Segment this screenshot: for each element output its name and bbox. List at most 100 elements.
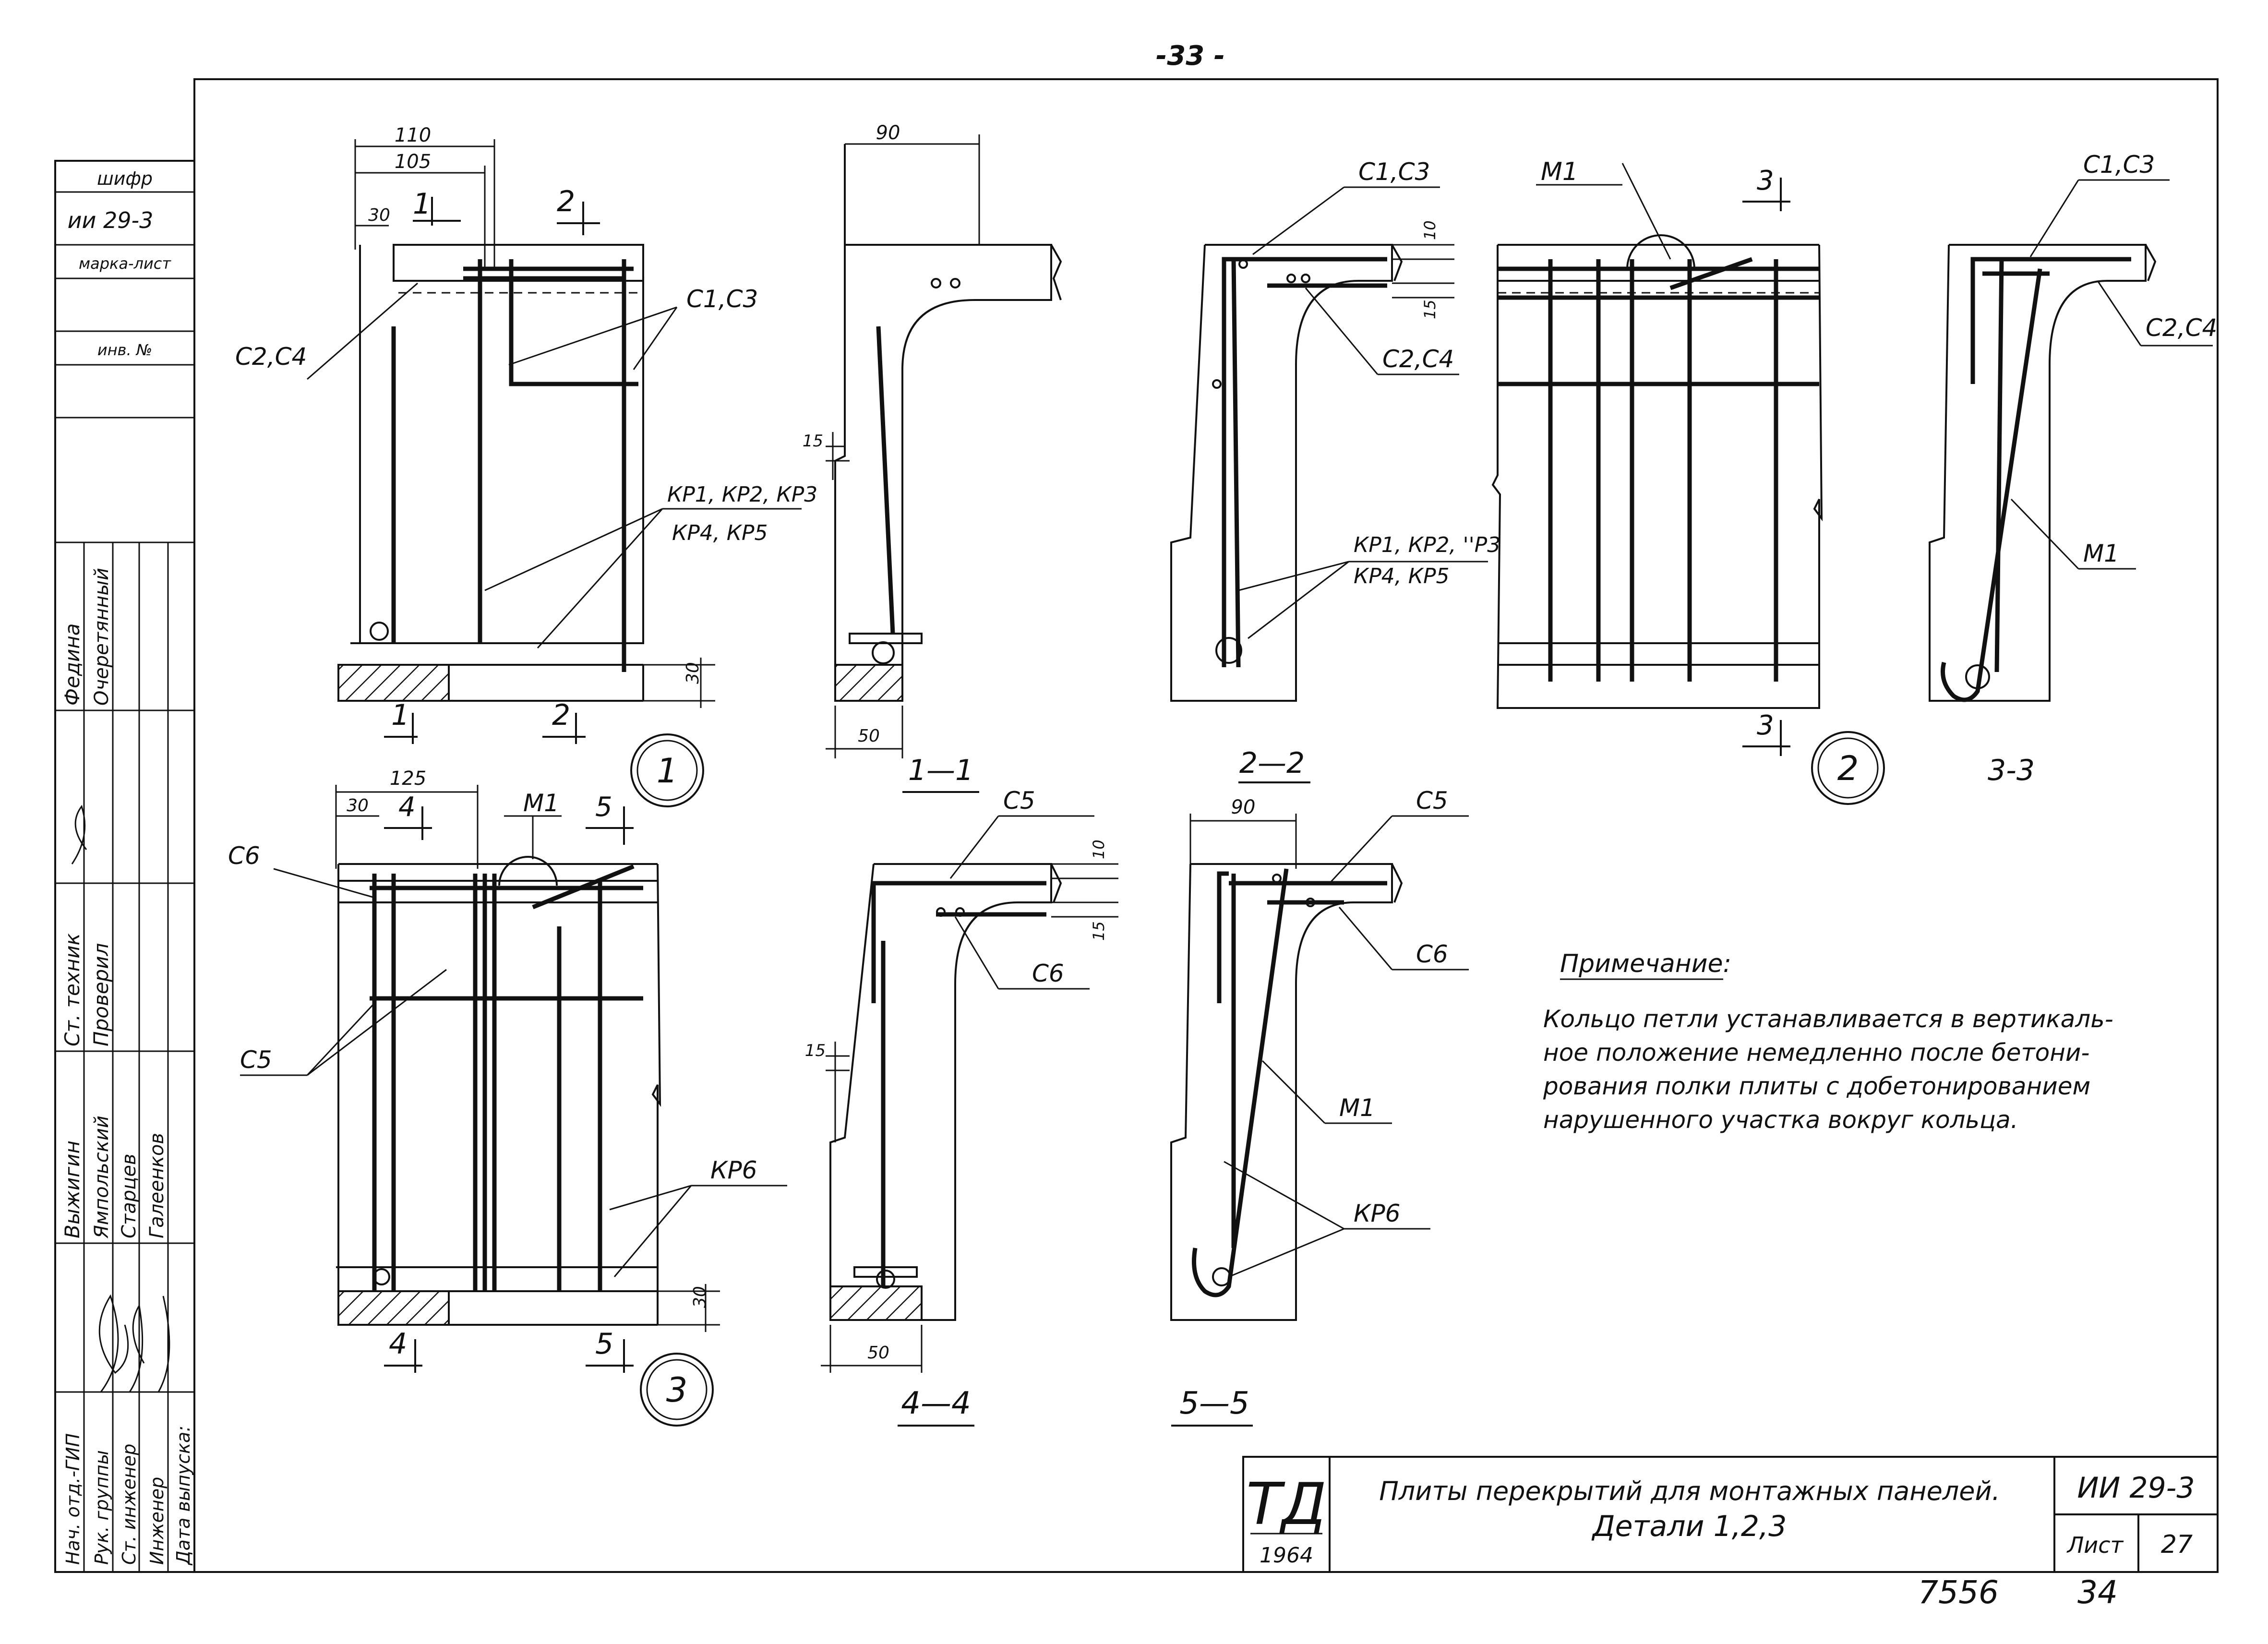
detail-3-drawing: 125 30 4 5 М1 С6 С5 КР6 30 4 5 3: [228, 768, 787, 1427]
dim-30d: 30: [690, 1286, 710, 1308]
section-mark-5b: 5: [595, 1327, 613, 1361]
dim-30b: 30: [683, 662, 703, 684]
dim-50-s11: 50: [858, 726, 880, 746]
note-line-3: рования полки плиты с добетонированием: [1543, 1072, 2090, 1100]
title-block: ТД 1964 Плиты перекрытий для монтажных п…: [1242, 1456, 2219, 1573]
label-c6-d3: С6: [228, 842, 260, 870]
handwritten-34: 34: [2077, 1574, 2118, 1611]
signature-scribbles: [71, 804, 170, 1392]
logo-td: ТД: [1246, 1471, 1326, 1538]
dim-50-s44: 50: [867, 1343, 889, 1363]
label-c5-s55: С5: [1416, 787, 1448, 815]
stamp-cipher-label: шифр: [97, 168, 153, 189]
label-c1c3-s22: С1,С3: [1358, 158, 1430, 186]
label-kp6-d3: КР6: [710, 1156, 757, 1184]
label-c2c4-s33: С2,С4: [2146, 314, 2217, 342]
note-block: Примечание: Кольцо петли устанавливается…: [1543, 949, 2113, 1134]
stamp-title-date: Дата выпуска:: [173, 1426, 194, 1566]
label-c2c4-d1: С2,С4: [235, 343, 307, 371]
dim-110: 110: [395, 124, 431, 146]
drawing-title-line2: Детали 1,2,3: [1591, 1510, 1787, 1543]
section-1-1-drawing: 90 15 50 1—1: [803, 122, 1062, 793]
sheet-number: 27: [2161, 1530, 2193, 1559]
stamp-name-yampolsky: Ямпольский: [91, 1116, 113, 1239]
dim-15-s44b: 15: [805, 1041, 826, 1060]
page-number: -33 -: [1156, 40, 1225, 72]
detail-number-3-circle: [640, 1353, 714, 1427]
note-line-1: Кольцо петли устанавливается в вертикаль…: [1543, 1005, 2113, 1033]
section-2-2-drawing: 10 15 С1,С3 С2,С4 КР1, КР2, ''Р3 КР4, КР…: [1170, 158, 1500, 783]
label-c6-s44: С6: [1032, 960, 1064, 987]
section-mark-2a: 2: [557, 185, 575, 218]
label-m1-d2: М1: [1541, 157, 1578, 186]
section-4-4-drawing: 10 15 15 50 С5 С6 4—4: [805, 787, 1118, 1427]
stamp-name-fedina: Федина: [60, 623, 84, 706]
logo-year: 1964: [1260, 1543, 1313, 1568]
label-kp-a-d1: КР1, КР2, КР3: [667, 482, 817, 507]
section-mark-4b: 4: [389, 1327, 407, 1361]
label-c1c3-s33: С1,С3: [2083, 151, 2155, 179]
detail-number-2-circle: [1811, 731, 1885, 805]
detail-1-drawing: 110 105 30 1 2 1 2 30 С2,С4 С1,С3 КР1, К…: [235, 124, 817, 807]
detail-number-1: 1: [657, 751, 678, 791]
label-kp-c-s22: КР1, КР2, ''Р3: [1354, 533, 1500, 557]
dim-30c: 30: [347, 796, 369, 816]
stamp-column: шифр ии 29-3 марка-лист инв. № Федина Оч…: [54, 160, 195, 1573]
sheet-label: Лист: [2066, 1532, 2124, 1558]
label-kp-b-d1: КР4, КР5: [672, 521, 768, 545]
label-m1-s55: М1: [1339, 1094, 1375, 1122]
label-m1-d3: М1: [523, 789, 559, 817]
note-title: Примечание:: [1560, 949, 1731, 978]
drawing-frame: [193, 78, 2219, 1573]
section-5-5-drawing: 90 С5 С6 М1 КР6 5—5: [1170, 787, 1469, 1427]
dim-15-s22: 15: [1421, 300, 1439, 319]
drawing-code: ИИ 29-3: [2077, 1471, 2195, 1505]
detail-2-drawing: М1 3 3 2: [1491, 157, 1885, 805]
section-mark-3a: 3: [1757, 165, 1774, 196]
stamp-mark-sheet-label: марка-лист: [79, 254, 171, 273]
detail-number-2: 2: [1837, 749, 1859, 788]
section-mark-5a: 5: [595, 792, 612, 823]
stamp-name-galeenkov: Галеенков: [146, 1133, 168, 1238]
dim-90-s55: 90: [1231, 796, 1256, 818]
dim-30a: 30: [368, 205, 390, 225]
label-m1-s33: М1: [2083, 540, 2119, 567]
label-c2c4-s22: С2,С4: [1382, 345, 1454, 373]
dim-15-s44: 15: [1090, 921, 1108, 941]
dim-105: 105: [395, 151, 431, 173]
section-title-4-4: 4—4: [901, 1386, 971, 1421]
detail-number-3: 3: [666, 1370, 688, 1410]
section-title-5-5: 5—5: [1179, 1386, 1249, 1421]
stamp-name-startsev: Старцев: [118, 1153, 140, 1238]
stamp-title-inzh: Инженер: [146, 1477, 168, 1565]
section-title-1-1: 1—1: [908, 754, 973, 787]
stamp-title-nach: Нач. отд.-ГИП: [62, 1433, 84, 1565]
dim-15-s11: 15: [803, 432, 823, 451]
note-line-2: ное положение немедленно после бетони-: [1543, 1039, 2089, 1067]
label-c5-s44: С5: [1003, 787, 1035, 815]
stamp-role-proveril: Проверил: [89, 943, 113, 1046]
section-mark-1a: 1: [413, 187, 431, 221]
dim-10-s22: 10: [1421, 220, 1439, 240]
stamp-cipher-value: ии 29-3: [68, 207, 154, 233]
note-line-4: нарушенного участка вокруг кольца.: [1543, 1106, 2018, 1134]
stamp-title-ruk: Рук. группы: [91, 1450, 112, 1565]
stamp-name-vyzhigin: Выжигин: [60, 1140, 84, 1238]
dim-125: 125: [390, 768, 426, 790]
section-mark-3b: 3: [1757, 710, 1774, 741]
section-title-3-3: 3-3: [1988, 754, 2035, 787]
label-c5-d3: С5: [240, 1046, 272, 1074]
label-c1c3-d1: С1,С3: [686, 285, 758, 313]
section-mark-2b: 2: [552, 698, 570, 732]
section-mark-4a: 4: [398, 792, 416, 823]
section-mark-1b: 1: [391, 698, 409, 732]
label-c6-s55: С6: [1416, 940, 1448, 968]
dim-90-s11: 90: [876, 122, 900, 144]
detail-number-1-circle: [630, 733, 704, 807]
section-title-2-2: 2—2: [1239, 746, 1305, 780]
handwritten-7556: 7556: [1918, 1574, 1999, 1611]
drawing-title-line1: Плиты перекрытий для монтажных панелей.: [1379, 1476, 2000, 1506]
section-3-3-drawing: С1,С3 С2,С4 М1 3-3: [1929, 151, 2217, 787]
stamp-name-ocheretyanny: Очеретянный: [91, 568, 113, 706]
